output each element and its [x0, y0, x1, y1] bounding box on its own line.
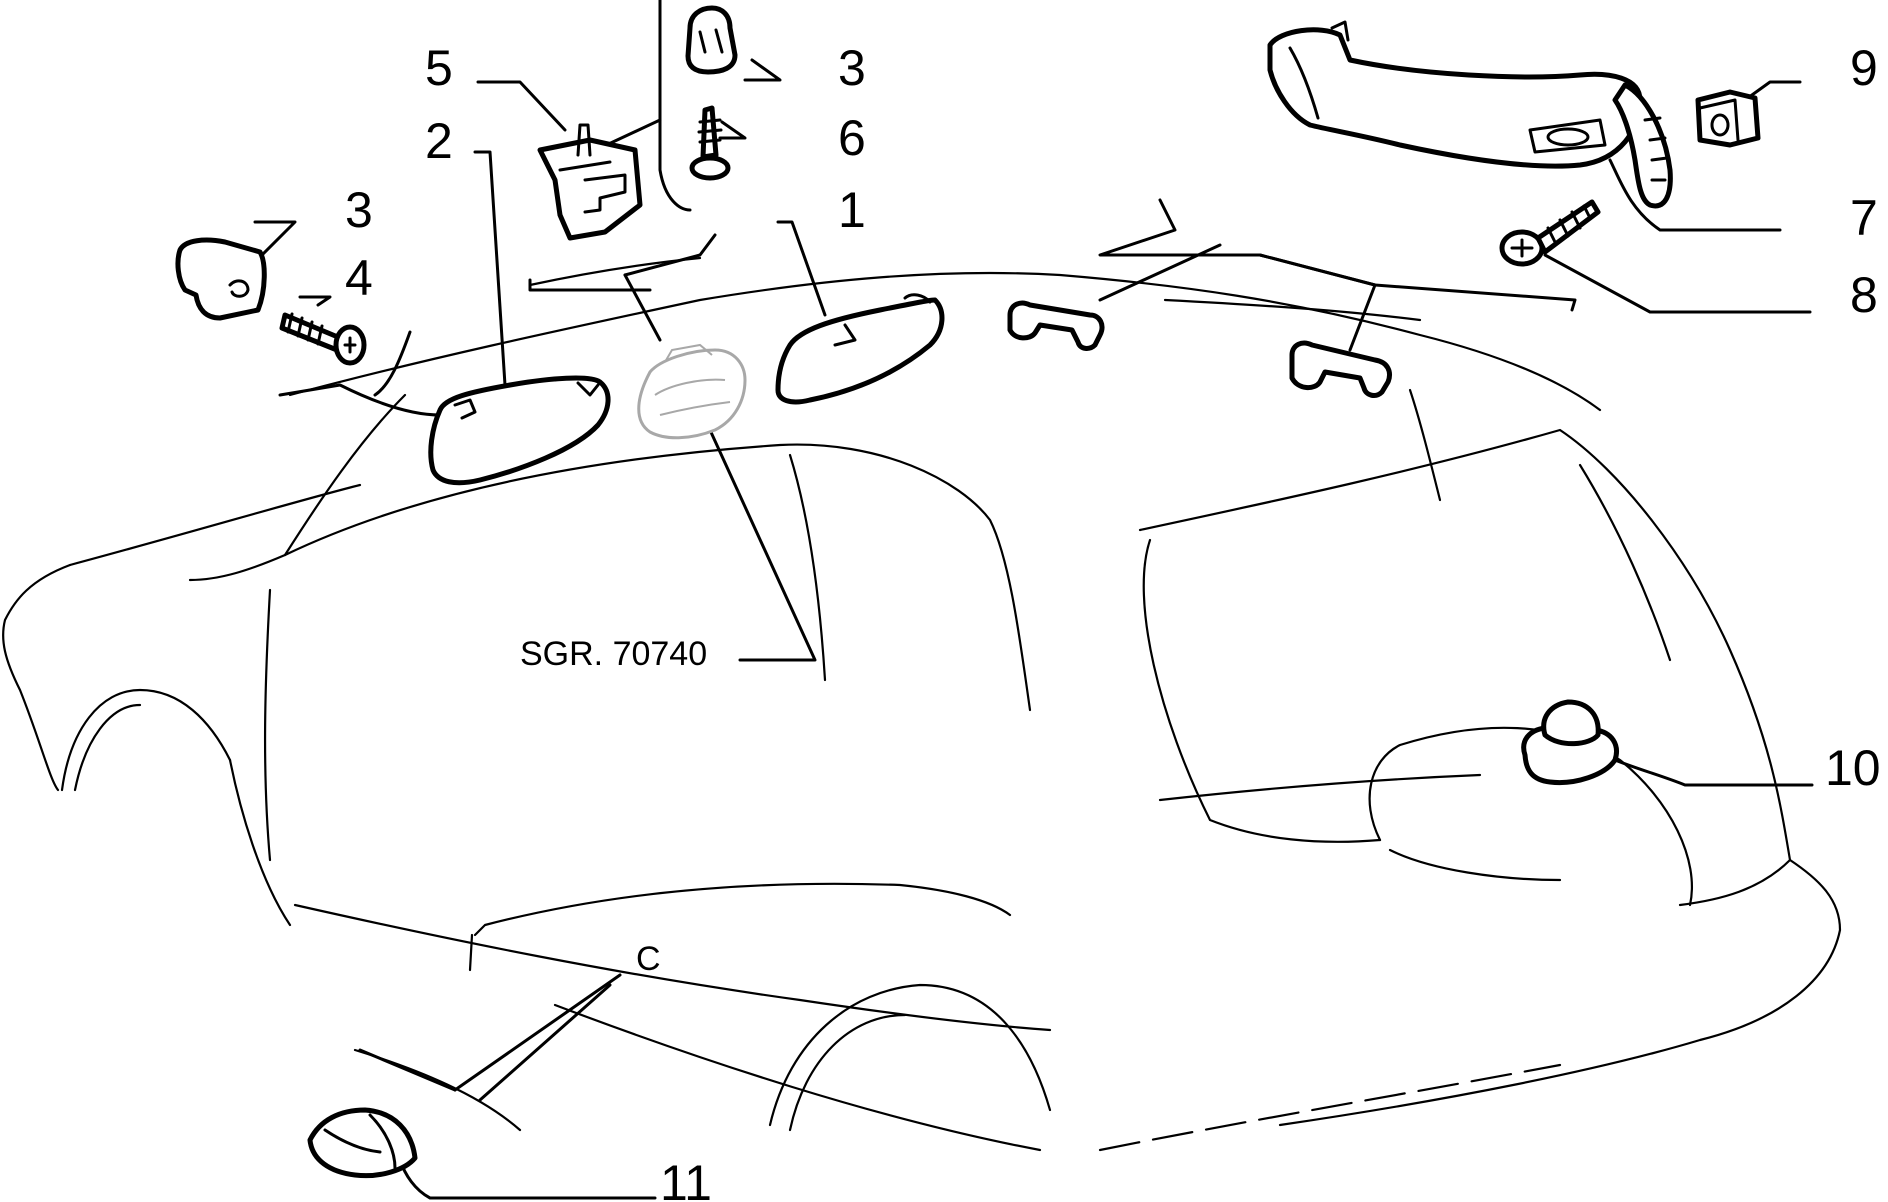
callout-1: 1	[838, 182, 866, 238]
interior-mirror-ghost	[637, 343, 747, 440]
callout-8: 8	[1850, 267, 1878, 323]
headliner-mark-2	[1408, 388, 1442, 502]
rear-quarter-window	[1138, 428, 1792, 907]
grab-handle-front	[1007, 300, 1105, 351]
callout-4: 4	[345, 250, 373, 306]
callout-6: 6	[838, 110, 866, 166]
front-wheel-arch-inner	[73, 703, 142, 792]
clip-9	[1695, 89, 1761, 148]
screw-4	[279, 312, 367, 366]
clip-left	[175, 237, 267, 321]
front-door-lower	[228, 758, 292, 927]
grab-handle-rear	[1289, 340, 1392, 398]
rear-wheel-arch-inner	[788, 1013, 907, 1132]
bump-stop-10	[1521, 699, 1619, 786]
lower-sill	[553, 1003, 1042, 1152]
windscreen-frame	[283, 393, 407, 557]
rear-light-lower	[1388, 848, 1562, 882]
bracket-5	[537, 123, 643, 241]
c-pillar-line	[1578, 463, 1672, 662]
callout-numbers: 5 2 3 6 3 4 1 9 7 8 10 11	[345, 40, 1881, 1202]
rear-wheel-arch	[768, 983, 1052, 1127]
roof-edge-left	[288, 271, 1602, 412]
screw-6	[689, 105, 731, 181]
side-beltline	[293, 903, 1052, 1032]
screw-8	[1499, 199, 1601, 267]
callout-5: 5	[425, 40, 453, 96]
rear-window-inner	[1142, 538, 1382, 843]
clip-top	[685, 5, 738, 75]
front-wheel-arch	[60, 688, 232, 792]
front-nose	[2, 563, 72, 792]
callout-10: 10	[1825, 740, 1881, 796]
b-pillar	[263, 588, 272, 862]
callout-3-left: 3	[345, 182, 373, 238]
car-body-outline	[2, 256, 1842, 1152]
group-reference-label: SGR. 70740	[520, 635, 707, 673]
a-pillar	[68, 483, 362, 567]
callout-2: 2	[425, 113, 453, 169]
bonnet-crease	[188, 553, 287, 582]
body-marking-letter: C	[636, 940, 661, 978]
leader-lines	[253, 0, 1814, 1200]
sun-visor-left	[428, 375, 611, 486]
front-window-edge	[283, 443, 1032, 712]
callout-9: 9	[1850, 40, 1878, 96]
callout-11: 11	[660, 1155, 712, 1202]
rear-tail	[1278, 858, 1842, 1127]
headliner-mark-1	[788, 453, 827, 682]
callout-7: 7	[1850, 190, 1878, 246]
interior-floor-line	[1158, 773, 1482, 802]
rear-bumper-dash	[1098, 1063, 1562, 1152]
sill-step-lower	[468, 933, 474, 972]
sun-visor-right	[775, 293, 945, 405]
grab-handle-large	[1267, 20, 1673, 209]
sill-step	[473, 882, 1012, 937]
callout-3-top: 3	[838, 40, 866, 96]
roof-inner-line	[1163, 298, 1422, 322]
cap-11	[307, 1107, 418, 1179]
